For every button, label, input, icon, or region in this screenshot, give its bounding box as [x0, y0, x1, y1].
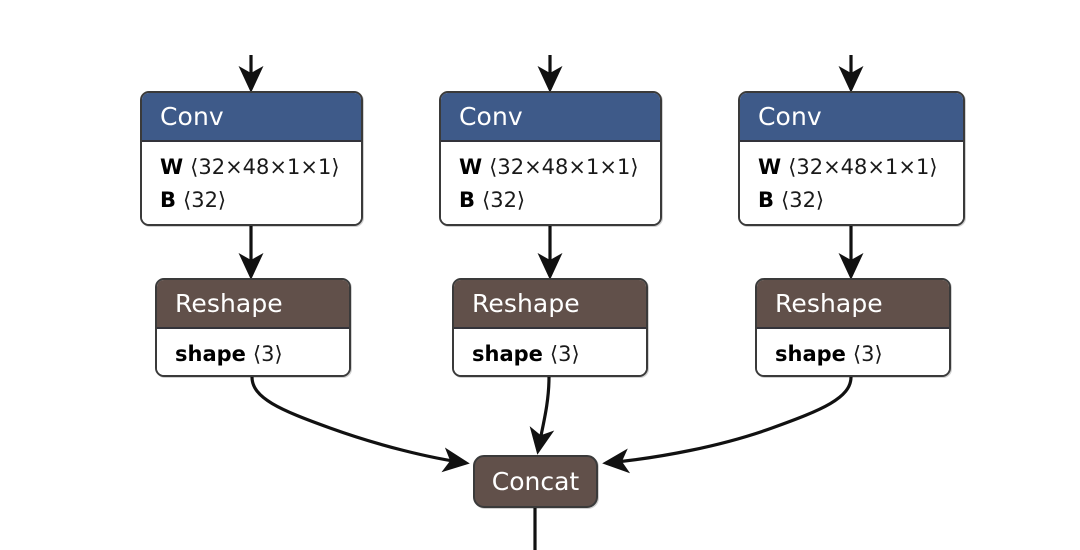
attr-key: W: [459, 155, 483, 179]
edge-reshape-2-to-concat: [529, 376, 555, 455]
node-reshape-3[interactable]: Reshape shape⟨3⟩: [755, 278, 951, 377]
attr-value: ⟨32⟩: [781, 187, 825, 212]
node-conv-1[interactable]: Conv W⟨32×48×1×1⟩ B⟨32⟩: [140, 91, 363, 226]
attr-key: B: [160, 187, 177, 212]
node-reshape-2-attrs: shape⟨3⟩: [454, 329, 646, 375]
attr-row: shape⟨3⟩: [472, 338, 646, 371]
attr-row: W⟨32×48×1×1⟩: [459, 151, 660, 184]
edge-reshape-3-to-concat: [602, 376, 853, 474]
node-conv-3-attrs: W⟨32×48×1×1⟩ B⟨32⟩: [740, 142, 963, 224]
attr-value: ⟨3⟩: [549, 342, 580, 366]
attr-key: B: [459, 187, 476, 212]
attr-row: shape⟨3⟩: [775, 338, 949, 371]
node-reshape-1[interactable]: Reshape shape⟨3⟩: [155, 278, 351, 377]
node-concat-title: Concat: [491, 467, 580, 496]
node-conv-2-attrs: W⟨32×48×1×1⟩ B⟨32⟩: [441, 142, 660, 224]
node-reshape-2-title: Reshape: [454, 280, 646, 329]
edge-reshape-1-to-concat: [250, 376, 470, 473]
attr-value: ⟨3⟩: [252, 342, 283, 366]
attr-row: W⟨32×48×1×1⟩: [160, 151, 361, 184]
attr-value: ⟨32×48×1×1⟩: [190, 155, 340, 179]
attr-key: shape: [175, 342, 246, 366]
node-reshape-1-attrs: shape⟨3⟩: [157, 329, 349, 375]
attr-key: W: [160, 155, 184, 179]
node-concat[interactable]: Concat: [473, 455, 598, 508]
node-conv-1-attrs: W⟨32×48×1×1⟩ B⟨32⟩: [142, 142, 361, 224]
attr-key: B: [758, 187, 775, 212]
node-reshape-3-title: Reshape: [757, 280, 949, 329]
attr-value: ⟨3⟩: [852, 342, 883, 366]
node-conv-2[interactable]: Conv W⟨32×48×1×1⟩ B⟨32⟩: [439, 91, 662, 226]
attr-key: shape: [775, 342, 846, 366]
node-reshape-3-attrs: shape⟨3⟩: [757, 329, 949, 375]
attr-row: B⟨32⟩: [758, 184, 963, 217]
node-conv-3[interactable]: Conv W⟨32×48×1×1⟩ B⟨32⟩: [738, 91, 965, 226]
attr-value: ⟨32×48×1×1⟩: [788, 155, 938, 179]
attr-key: shape: [472, 342, 543, 366]
attr-row: shape⟨3⟩: [175, 338, 349, 371]
attr-row: B⟨32⟩: [160, 184, 361, 217]
node-conv-2-title: Conv: [441, 93, 660, 142]
attr-key: W: [758, 155, 782, 179]
attr-value: ⟨32⟩: [183, 187, 227, 212]
node-reshape-2[interactable]: Reshape shape⟨3⟩: [452, 278, 648, 377]
node-conv-3-title: Conv: [740, 93, 963, 142]
node-conv-1-title: Conv: [142, 93, 361, 142]
attr-row: B⟨32⟩: [459, 184, 660, 217]
attr-value: ⟨32×48×1×1⟩: [489, 155, 639, 179]
node-reshape-1-title: Reshape: [157, 280, 349, 329]
attr-value: ⟨32⟩: [482, 187, 526, 212]
attr-row: W⟨32×48×1×1⟩: [758, 151, 963, 184]
